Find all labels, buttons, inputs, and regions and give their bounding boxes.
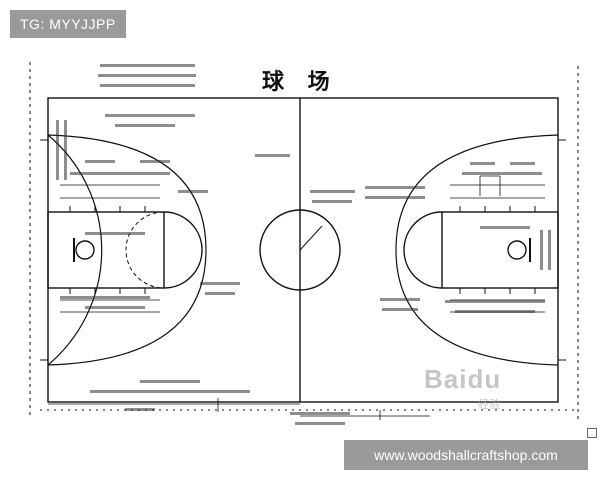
left-hoop [75, 240, 95, 260]
center-circle [259, 209, 341, 291]
baidu-watermark: Baidu [424, 364, 502, 394]
right-three-point-line [395, 134, 559, 366]
left-free-throw-circle [163, 211, 203, 289]
left-key [47, 211, 165, 289]
image-icon [587, 428, 597, 438]
left-three-point-line [47, 134, 207, 366]
court-title: 球 场 [262, 69, 338, 95]
court-boundary [47, 97, 559, 403]
website-label: www.woodshallcraftshop.com [344, 440, 588, 470]
tg-tag: TG: MYYJJPP [10, 10, 126, 38]
baidu-watermark-sub: 经验 [478, 399, 500, 411]
right-key [441, 211, 559, 289]
right-hoop [507, 240, 527, 260]
right-free-throw-circle [403, 211, 443, 289]
